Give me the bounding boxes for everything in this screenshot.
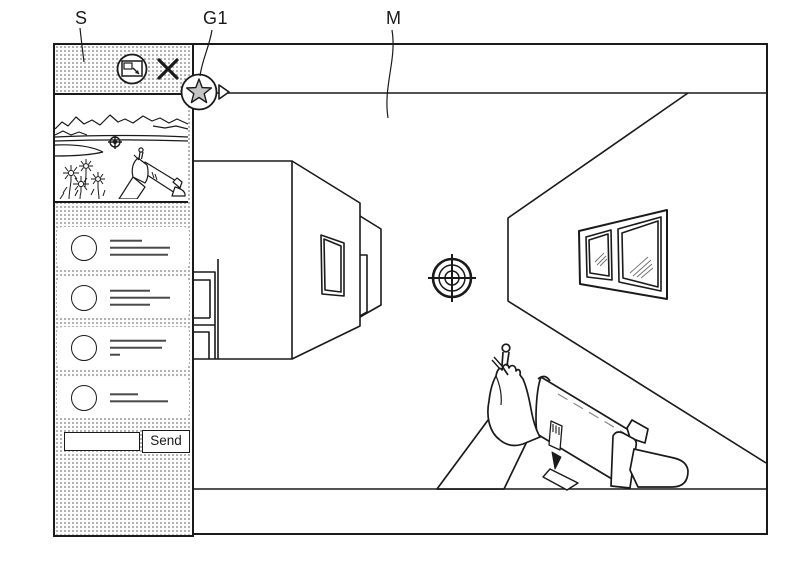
chat-message-item[interactable] (57, 277, 189, 318)
crosshair-icon (428, 254, 476, 302)
text-placeholder-line (110, 392, 138, 395)
lake (55, 134, 188, 157)
message-text-placeholder (110, 234, 170, 261)
chat-message-item[interactable] (57, 227, 189, 268)
sidebar-ref-label: S (75, 8, 88, 28)
text-placeholder-line (110, 296, 170, 299)
main-ref-label: M (386, 8, 402, 28)
flowers (59, 159, 106, 199)
share-panel: Send (53, 43, 194, 537)
text-placeholder-line (110, 289, 150, 292)
door (194, 259, 219, 359)
message-input[interactable] (64, 432, 140, 451)
wall-window (578, 209, 668, 300)
game-preview-thumbnail[interactable] (55, 95, 188, 203)
text-placeholder-line (110, 253, 168, 256)
text-placeholder-line (110, 246, 170, 249)
image-icon[interactable] (116, 53, 148, 85)
message-text-placeholder (110, 388, 168, 407)
mini-rifle (118, 147, 186, 199)
message-text-placeholder (110, 334, 166, 361)
play-icon[interactable] (218, 84, 230, 100)
text-placeholder-line (110, 339, 166, 342)
building (194, 160, 382, 360)
badge-ref-label: G1 (203, 8, 229, 28)
share-panel-header (55, 45, 192, 95)
right-wall (507, 92, 767, 464)
text-placeholder-line (110, 239, 142, 242)
text-placeholder-line (110, 346, 162, 349)
mountains (55, 114, 188, 136)
chat-message-item[interactable] (57, 377, 189, 418)
text-placeholder-line (110, 400, 168, 403)
avatar-circle (71, 384, 97, 411)
avatar-circle (71, 234, 97, 261)
front-sight (491, 343, 511, 376)
text-placeholder-line (110, 353, 120, 356)
hand (436, 363, 541, 490)
reaction-badge (180, 73, 230, 111)
side-window (320, 234, 345, 297)
avatar-circle (71, 284, 97, 311)
star-icon[interactable] (180, 73, 218, 111)
text-placeholder-line (110, 303, 150, 306)
close-icon[interactable] (157, 58, 179, 80)
game-viewport[interactable] (192, 43, 768, 535)
send-button[interactable]: Send (142, 430, 190, 453)
header-icons (116, 53, 179, 85)
rifle (436, 343, 689, 491)
target-icon (108, 135, 122, 149)
chat-message-item[interactable] (57, 327, 189, 368)
message-text-placeholder (110, 284, 170, 311)
chat-list (55, 205, 192, 427)
message-composer: Send (55, 430, 192, 456)
avatar-circle (71, 334, 97, 361)
